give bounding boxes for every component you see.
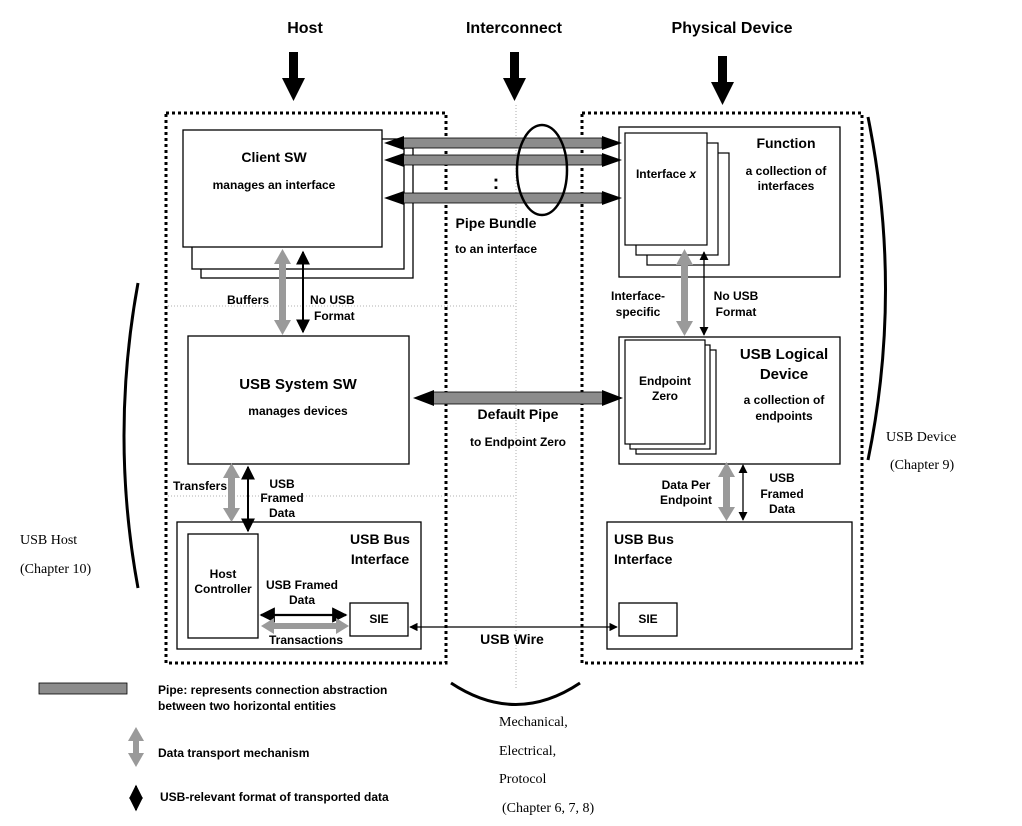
- function-subtitle-1: a collection of: [746, 164, 828, 178]
- endpoint-zero-box: [624, 339, 706, 445]
- endpoint-zero-label-1: Endpoint: [639, 374, 691, 388]
- device-no-usb-format-1: No USB: [714, 289, 759, 303]
- logical-device-subtitle-2: endpoints: [755, 409, 813, 423]
- default-pipe-sublabel: to Endpoint Zero: [470, 435, 566, 449]
- device-sie-box: [618, 602, 678, 637]
- legend-pipe-text-1: Pipe: represents connection abstraction: [158, 683, 387, 697]
- interface-x-box: [624, 132, 708, 246]
- data-per-endpoint-label-2: Endpoint: [660, 493, 712, 507]
- interconnect-label-2: Electrical,: [499, 744, 556, 759]
- host-usb-framed-data-3: Data: [269, 506, 295, 520]
- device-usb-framed-data-1: USB: [769, 471, 795, 485]
- pipe-bundle-ring: [515, 123, 569, 217]
- device-usb-framed-data-2: Framed: [760, 487, 803, 501]
- header-down-arrows: [282, 52, 734, 105]
- legend-format-text: USB-relevant format of transported data: [160, 790, 389, 804]
- buffers-transport-arrow: [274, 249, 291, 335]
- pipe-ellipsis: :: [493, 172, 500, 194]
- interface-specific-label-2: specific: [616, 305, 661, 319]
- client-sw-box: [182, 129, 383, 248]
- host-sie-label: SIE: [369, 612, 388, 626]
- pipe-bundle-sublabel: to an interface: [455, 242, 537, 256]
- buffers-label: Buffers: [227, 293, 269, 307]
- legend-pipe-text-2: between two horizontal entities: [158, 699, 336, 713]
- pipe-1: [384, 136, 622, 150]
- interconnect-label-4: (Chapter 6, 7, 8): [502, 801, 594, 816]
- interface-specific-transport-arrow: [676, 249, 693, 336]
- interface-stack: [624, 132, 730, 266]
- interconnect-label-1: Mechanical,: [499, 715, 568, 730]
- logical-device-title-1: USB Logical: [740, 346, 828, 363]
- usb-host-bracket-label-2: (Chapter 10): [20, 562, 91, 577]
- usb-host-bracket-label-1: USB Host: [20, 533, 77, 548]
- device-bus-interface-title-1: USB Bus: [614, 531, 674, 547]
- host-controller-label-2: Controller: [194, 582, 252, 596]
- host-bus-interface-title-1: USB Bus: [350, 531, 410, 547]
- function-subtitle-2: interfaces: [758, 179, 815, 193]
- interface-specific-label-1: Interface-: [611, 289, 665, 303]
- host-controller-label-1: Host: [210, 567, 237, 581]
- device-bus-interface-title-2: Interface: [614, 551, 673, 567]
- transactions-transport-arrow: [261, 618, 349, 634]
- host-bus-interface-title-2: Interface: [351, 551, 410, 567]
- default-pipe: [413, 390, 623, 406]
- usb-system-sw-box: [187, 335, 410, 465]
- endpoint-zero-label-2: Zero: [652, 389, 678, 403]
- host-usb-framed-data-1: USB: [269, 477, 295, 491]
- transfers-transport-arrow: [223, 463, 240, 522]
- usb-system-sw-title: USB System SW: [239, 376, 357, 393]
- pipe-bundle-label: Pipe Bundle: [456, 215, 537, 231]
- usb-device-bracket: [866, 116, 887, 461]
- device-usb-framed-data-3: Data: [769, 502, 795, 516]
- interconnect-bracket: [450, 681, 581, 706]
- interface-pipes: [384, 136, 622, 205]
- usb-system-sw-subtitle: manages devices: [248, 404, 348, 418]
- data-per-endpoint-transport-arrow: [718, 462, 735, 521]
- device-no-usb-format-2: Format: [716, 305, 757, 319]
- pipe-2: [384, 153, 622, 167]
- host-usb-framed-data-inner-1: USB Framed: [266, 578, 338, 592]
- host-usb-framed-data-2: Framed: [260, 491, 303, 505]
- host-no-usb-format-2: Format: [314, 309, 355, 323]
- logical-device-title-2: Device: [760, 366, 808, 383]
- default-pipe-label: Default Pipe: [478, 406, 559, 422]
- device-region-outline: [580, 111, 864, 665]
- usb-host-bracket: [122, 282, 140, 589]
- host-region-outline: [164, 111, 448, 665]
- column-header-physical-device: Physical Device: [672, 20, 793, 37]
- transactions-label: Transactions: [269, 633, 343, 647]
- function-title: Function: [756, 135, 815, 151]
- pipe-3: [384, 191, 622, 205]
- layer-guide-lines: [168, 105, 517, 690]
- usb-device-bracket-label-2: (Chapter 9): [890, 458, 954, 473]
- interconnect-label-3: Protocol: [499, 772, 547, 787]
- host-controller-box: [187, 533, 259, 639]
- transfers-label: Transfers: [173, 479, 227, 493]
- usb-wire-label: USB Wire: [480, 631, 544, 647]
- device-sie-label: SIE: [638, 612, 657, 626]
- endpoint-stack: [624, 339, 717, 455]
- client-sw-subtitle: manages an interface: [213, 178, 336, 192]
- data-per-endpoint-label-1: Data Per: [662, 478, 711, 492]
- legend-transport-arrow: [128, 727, 144, 767]
- legend-pipe-swatch: [38, 682, 128, 695]
- host-sie-box: [349, 602, 409, 637]
- interface-x-label: Interface x: [636, 167, 697, 181]
- client-sw-title: Client SW: [241, 149, 307, 165]
- usb-device-bracket-label-1: USB Device: [886, 430, 956, 445]
- column-header-host: Host: [287, 20, 323, 37]
- legend: Pipe: represents connection abstraction …: [38, 682, 389, 812]
- host-usb-framed-data-inner-2: Data: [289, 593, 315, 607]
- legend-transport-text: Data transport mechanism: [158, 746, 309, 760]
- logical-device-subtitle-1: a collection of: [744, 393, 826, 407]
- column-header-interconnect: Interconnect: [466, 20, 563, 37]
- host-no-usb-format-1: No USB: [310, 293, 355, 307]
